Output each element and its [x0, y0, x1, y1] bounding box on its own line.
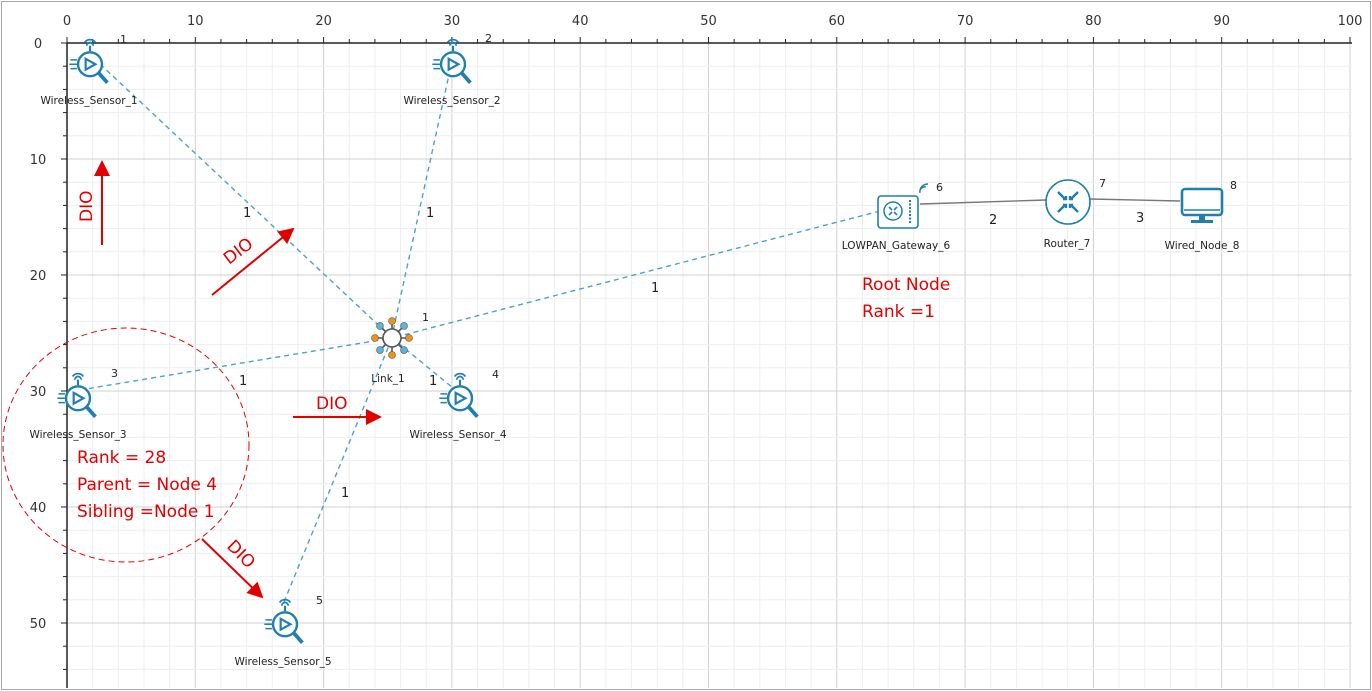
x-tick-label: 100 — [1338, 14, 1363, 29]
node-id: 7 — [1099, 177, 1106, 190]
y-tick-label: 0 — [34, 37, 42, 52]
x-tick-label: 40 — [572, 14, 589, 29]
wireless-sensor-icon — [263, 597, 305, 645]
link-sensor2-link1[interactable] — [391, 69, 451, 337]
y-axis-ticks: 0 10 20 30 40 50 — [30, 37, 67, 670]
sensor3-sibling: Sibling =Node 1 — [77, 502, 215, 522]
node-wireless-sensor-4[interactable]: 4 Wireless_Sensor_4 — [409, 368, 506, 441]
desktop-computer-icon — [1180, 187, 1224, 223]
wireless-sensor-icon — [68, 37, 110, 85]
x-tick-label: 90 — [1213, 14, 1230, 29]
node-id: 2 — [485, 32, 492, 45]
gateway-icon — [877, 183, 929, 229]
node-label: Wireless_Sensor_5 — [234, 656, 331, 668]
link-label: 2 — [989, 213, 997, 228]
x-axis-ticks: 0 10 20 30 40 50 60 70 80 90 100 — [63, 14, 1363, 43]
wireless-link-hub-icon — [371, 317, 413, 359]
node-label: Wireless_Sensor_1 — [40, 95, 137, 107]
node-id: 3 — [111, 367, 118, 380]
sensor3-rank: Rank = 28 — [77, 448, 166, 468]
root-rank-label: Rank =1 — [862, 302, 935, 322]
x-tick-label: 0 — [63, 14, 71, 29]
link-label: 1 — [239, 374, 247, 389]
link-gateway-link1[interactable] — [391, 210, 881, 339]
node-link-1[interactable]: 1 Link_1 — [371, 311, 429, 385]
router-icon — [1045, 179, 1091, 225]
root-node-label: Root Node — [862, 275, 950, 295]
wireless-sensor-icon — [56, 371, 98, 419]
node-label: Wired_Node_8 — [1165, 240, 1240, 252]
node-id: 6 — [936, 181, 943, 194]
link-label: 1 — [426, 206, 434, 221]
y-tick-label: 20 — [30, 269, 47, 284]
wireless-sensor-icon — [438, 371, 480, 419]
node-label: Wireless_Sensor_2 — [403, 95, 500, 107]
sensor3-highlight-circle — [2, 327, 250, 563]
y-tick-label: 50 — [30, 617, 47, 632]
dio-annotation-diagonal-up: DIO — [211, 227, 295, 296]
link-router-wirednode[interactable] — [1089, 198, 1181, 202]
node-wireless-sensor-2[interactable]: 2 Wireless_Sensor_2 — [403, 32, 500, 107]
x-tick-label: 30 — [444, 14, 461, 29]
link-sensor5-link1[interactable] — [283, 337, 393, 603]
node-lowpan-gateway-6[interactable]: 6 LOWPAN_Gateway_6 — [842, 181, 951, 252]
link-sensor3-link1[interactable] — [79, 337, 393, 391]
svg-text:DIO: DIO — [316, 394, 348, 414]
node-router-7[interactable]: 7 Router_7 — [1044, 177, 1106, 250]
node-wireless-sensor-1[interactable]: 1 Wireless_Sensor_1 — [40, 33, 137, 107]
node-label: Wireless_Sensor_3 — [29, 429, 126, 441]
link-label: 1 — [243, 206, 251, 221]
x-tick-label: 20 — [315, 14, 332, 29]
y-tick-label: 30 — [30, 385, 47, 400]
x-tick-label: 50 — [700, 14, 717, 29]
link-gateway-router[interactable] — [919, 199, 1047, 205]
axes — [66, 42, 1352, 688]
y-tick-label: 40 — [30, 501, 47, 516]
node-id: 1 — [120, 33, 127, 46]
node-label: Link_1 — [371, 373, 404, 385]
node-id: 4 — [492, 368, 499, 381]
link-label: 1 — [429, 374, 437, 389]
node-wired-node-8[interactable]: 8 Wired_Node_8 — [1165, 179, 1240, 252]
node-label: LOWPAN_Gateway_6 — [842, 240, 951, 252]
dio-annotation-horizontal: DIO — [293, 394, 382, 425]
x-tick-label: 70 — [957, 14, 974, 29]
y-tick-label: 10 — [30, 153, 47, 168]
node-id: 1 — [422, 311, 429, 324]
x-tick-label: 10 — [187, 14, 204, 29]
link-label: 1 — [651, 281, 659, 296]
dio-annotation-vertical: DIO — [77, 160, 110, 245]
dio-annotation-diagonal-down: DIO — [201, 536, 264, 599]
link-label: 3 — [1136, 211, 1144, 226]
wireless-sensor-icon — [431, 37, 473, 85]
node-wireless-sensor-3[interactable]: 3 Wireless_Sensor_3 — [29, 367, 126, 441]
svg-text:DIO: DIO — [222, 536, 258, 572]
node-label: Router_7 — [1044, 238, 1091, 250]
node-id: 8 — [1230, 179, 1237, 192]
node-id: 5 — [316, 594, 323, 607]
link-label: 1 — [341, 486, 349, 501]
link-sensor1-link1[interactable] — [99, 63, 391, 337]
node-label: Wireless_Sensor_4 — [409, 429, 506, 441]
x-tick-label: 80 — [1085, 14, 1102, 29]
grid — [66, 42, 1352, 688]
x-tick-label: 60 — [829, 14, 846, 29]
node-wireless-sensor-5[interactable]: 5 Wireless_Sensor_5 — [234, 594, 331, 668]
sensor3-parent: Parent = Node 4 — [77, 475, 217, 495]
svg-text:DIO: DIO — [77, 191, 97, 223]
